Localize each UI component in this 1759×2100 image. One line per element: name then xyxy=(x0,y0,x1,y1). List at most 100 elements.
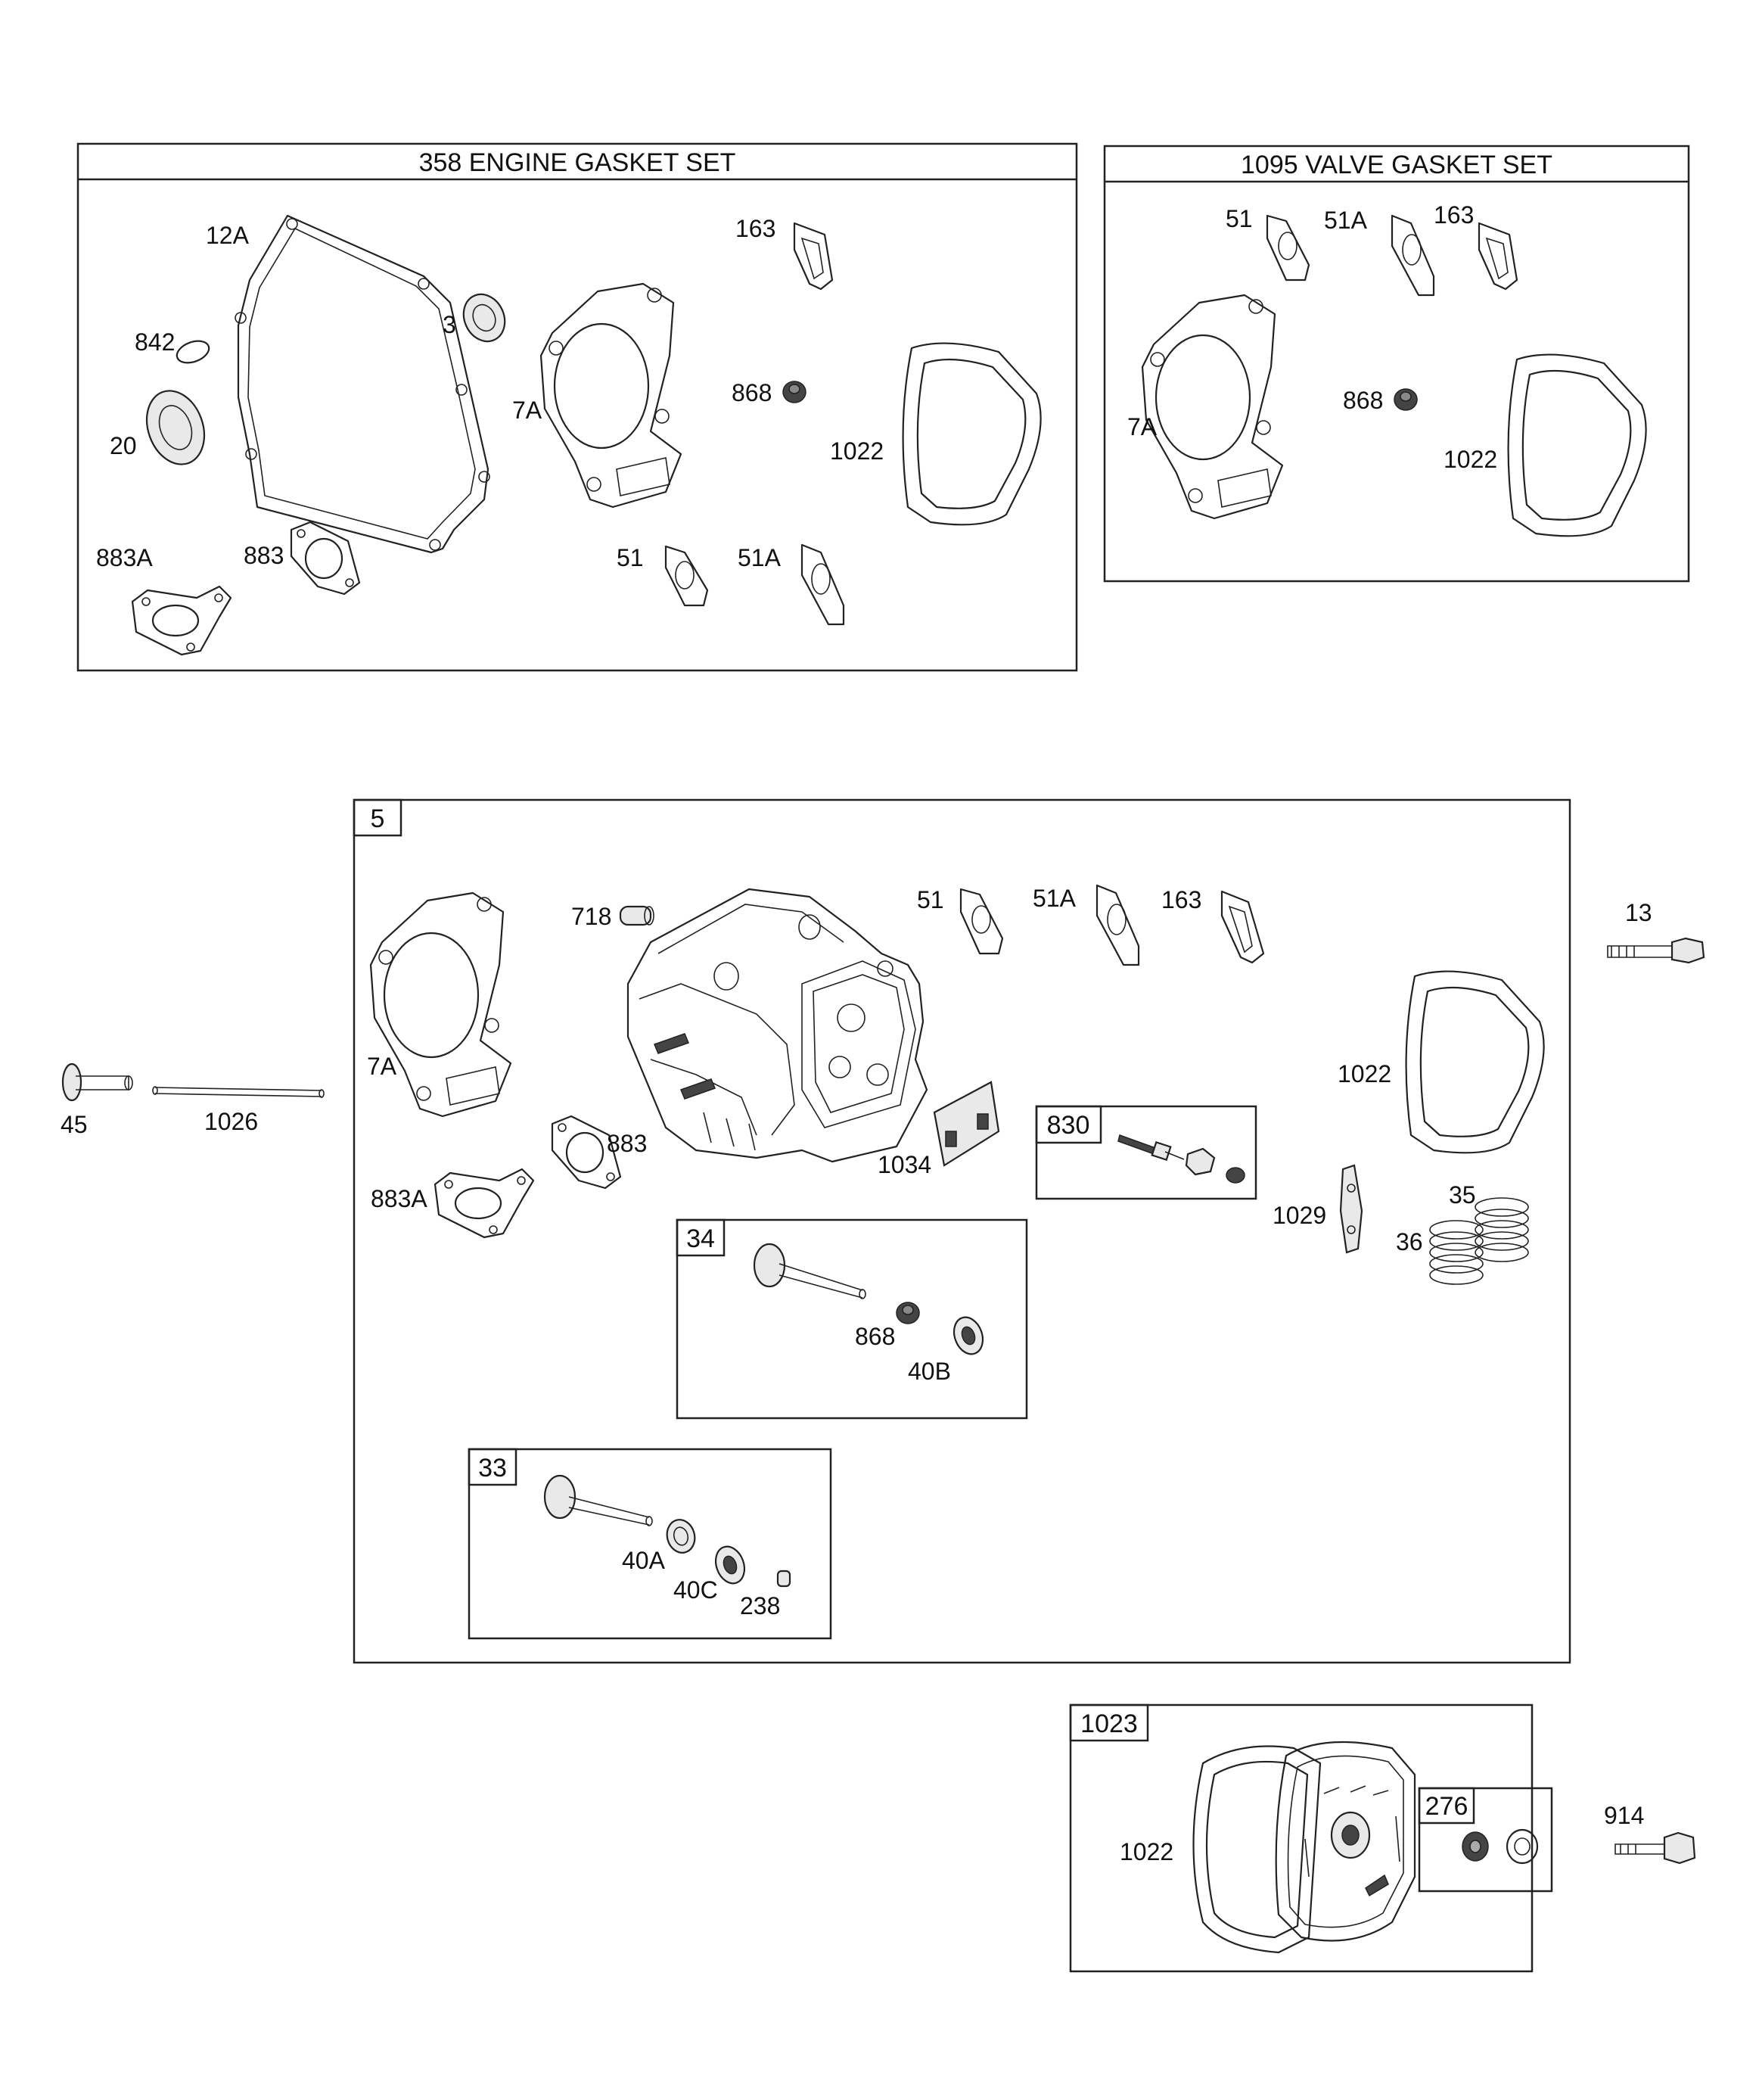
breather-kit-box: 276 xyxy=(1418,1787,1553,1893)
panel-tag-1023: 1023 xyxy=(1080,1710,1138,1738)
valve-spring-retainer xyxy=(953,1316,984,1355)
valve-stem-seal xyxy=(896,1302,920,1324)
label-7a: 7A xyxy=(512,397,542,424)
label-12a: 12A xyxy=(206,222,250,249)
gasket-163 xyxy=(1478,222,1518,291)
gasket-163 xyxy=(1220,890,1265,964)
label-238: 238 xyxy=(740,1592,780,1619)
valve-cover xyxy=(1275,1741,1416,1942)
engine-gasket-set-title: 358 ENGINE GASKET SET xyxy=(419,148,736,177)
panel-tag-5: 5 xyxy=(371,804,385,833)
label-1022: 1022 xyxy=(1338,1060,1391,1087)
breather-grommet xyxy=(1462,1831,1489,1862)
label-914: 914 xyxy=(1604,1802,1644,1829)
intake-valve xyxy=(543,1474,653,1526)
label-7a: 7A xyxy=(1127,413,1158,440)
label-51a: 51A xyxy=(738,544,782,571)
crankcase-gasket xyxy=(237,214,489,554)
o-ring xyxy=(176,340,210,364)
label-1022: 1022 xyxy=(1444,446,1497,473)
label-51a: 51A xyxy=(1033,885,1077,912)
rocker-cover-gasket xyxy=(1192,1745,1322,1954)
exhaust-valve xyxy=(753,1243,866,1299)
oil-seal-large xyxy=(145,390,206,465)
gasket-883 xyxy=(551,1115,622,1190)
valve-spring-35 xyxy=(1475,1197,1529,1262)
label-1022: 1022 xyxy=(830,437,884,465)
panel-tag-34: 34 xyxy=(686,1224,715,1253)
label-163: 163 xyxy=(1434,201,1474,229)
rocker-cover-gasket xyxy=(1405,970,1545,1154)
label-20: 20 xyxy=(110,432,137,459)
label-1034: 1034 xyxy=(878,1151,931,1178)
gasket-51a xyxy=(800,543,845,626)
jam-nut xyxy=(1226,1167,1245,1184)
label-883a: 883A xyxy=(96,544,153,571)
cylinder-head-gasket xyxy=(539,282,682,509)
label-883a: 883A xyxy=(371,1185,427,1212)
valve-spring-36 xyxy=(1429,1220,1484,1285)
rocker-nut xyxy=(1185,1147,1216,1176)
cover-screw xyxy=(1614,1831,1696,1865)
gasket-883 xyxy=(290,521,361,596)
label-1029: 1029 xyxy=(1273,1202,1326,1229)
label-883: 883 xyxy=(244,542,284,569)
label-868: 868 xyxy=(732,379,772,406)
valve-gasket-set-title: 1095 VALVE GASKET SET xyxy=(1241,151,1552,179)
label-3: 3 xyxy=(443,311,456,338)
label-7a: 7A xyxy=(367,1053,397,1080)
label-40b: 40B xyxy=(908,1358,951,1385)
push-rod xyxy=(152,1086,325,1098)
panel-tag-830: 830 xyxy=(1047,1111,1090,1140)
label-13: 13 xyxy=(1625,899,1652,926)
dowel-pin xyxy=(619,905,654,926)
valve-spring-retainer-40a xyxy=(666,1519,696,1554)
label-51: 51 xyxy=(1226,205,1253,232)
rocker-cover-gasket xyxy=(902,342,1042,526)
label-1026: 1026 xyxy=(204,1108,258,1135)
rocker-stud xyxy=(1117,1134,1185,1162)
panel-tag-33: 33 xyxy=(478,1454,507,1482)
label-163: 163 xyxy=(735,215,775,242)
label-51: 51 xyxy=(617,544,644,571)
panel-tag-276: 276 xyxy=(1425,1792,1468,1821)
valve-stem-seal xyxy=(782,381,806,403)
gasket-163 xyxy=(793,222,834,291)
label-718: 718 xyxy=(571,903,611,930)
gasket-51 xyxy=(959,888,1004,955)
label-842: 842 xyxy=(135,328,175,356)
rocker-cover-gasket xyxy=(1507,353,1647,537)
label-35: 35 xyxy=(1449,1181,1476,1209)
gasket-883a xyxy=(434,1168,535,1239)
deflector-plate xyxy=(933,1081,1000,1167)
label-868: 868 xyxy=(855,1323,895,1350)
gasket-51a xyxy=(1391,214,1435,297)
valve-stem-seal xyxy=(1394,388,1418,411)
valve-spring-retainer-40c xyxy=(714,1545,746,1585)
head-bolt xyxy=(1607,937,1705,964)
label-1022: 1022 xyxy=(1120,1838,1173,1865)
valve-gasket-set-panel: 1095 VALVE GASKET SET 51 xyxy=(1103,145,1690,583)
label-51a: 51A xyxy=(1324,207,1368,234)
label-36: 36 xyxy=(1396,1228,1423,1255)
label-163: 163 xyxy=(1161,886,1201,913)
valve-cover-assembly-panel: 1023 1022 276 xyxy=(1069,1703,1553,1973)
push-rod-guide-plate xyxy=(1339,1164,1363,1254)
rocker-stud-kit-box: 830 xyxy=(1035,1105,1257,1200)
cylinder-head-gasket xyxy=(369,891,512,1118)
label-40a: 40A xyxy=(622,1547,666,1574)
gasket-51a xyxy=(1095,884,1140,966)
valve-tappet xyxy=(61,1062,133,1102)
intake-valve-kit-box: 33 40A 40C 238 xyxy=(468,1448,832,1640)
gasket-883a xyxy=(131,585,232,656)
valve-rotator-cap xyxy=(776,1570,791,1588)
breather-washer xyxy=(1506,1828,1539,1865)
label-51: 51 xyxy=(917,886,944,913)
label-45: 45 xyxy=(61,1111,88,1138)
label-868: 868 xyxy=(1343,387,1383,414)
gasket-51 xyxy=(1266,214,1310,282)
engine-gasket-set-panel: 358 ENGINE GASKET SET xyxy=(76,142,1078,672)
cylinder-head xyxy=(626,888,928,1163)
exhaust-valve-kit-box: 34 868 40B xyxy=(676,1218,1028,1420)
